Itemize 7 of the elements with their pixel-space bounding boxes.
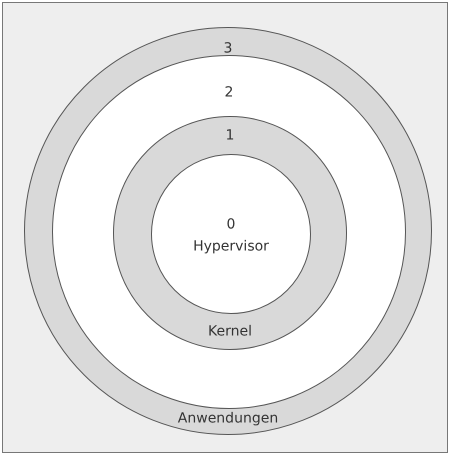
ring-label: 0 [226, 216, 236, 234]
ring-label: Kernel [208, 324, 252, 340]
ring-label: Hypervisor [193, 238, 269, 256]
ring-label: Anwendungen [178, 410, 278, 428]
ring-label: 1 [226, 128, 234, 144]
ring-label: 3 [224, 40, 232, 58]
ring-label: 2 [224, 84, 234, 102]
